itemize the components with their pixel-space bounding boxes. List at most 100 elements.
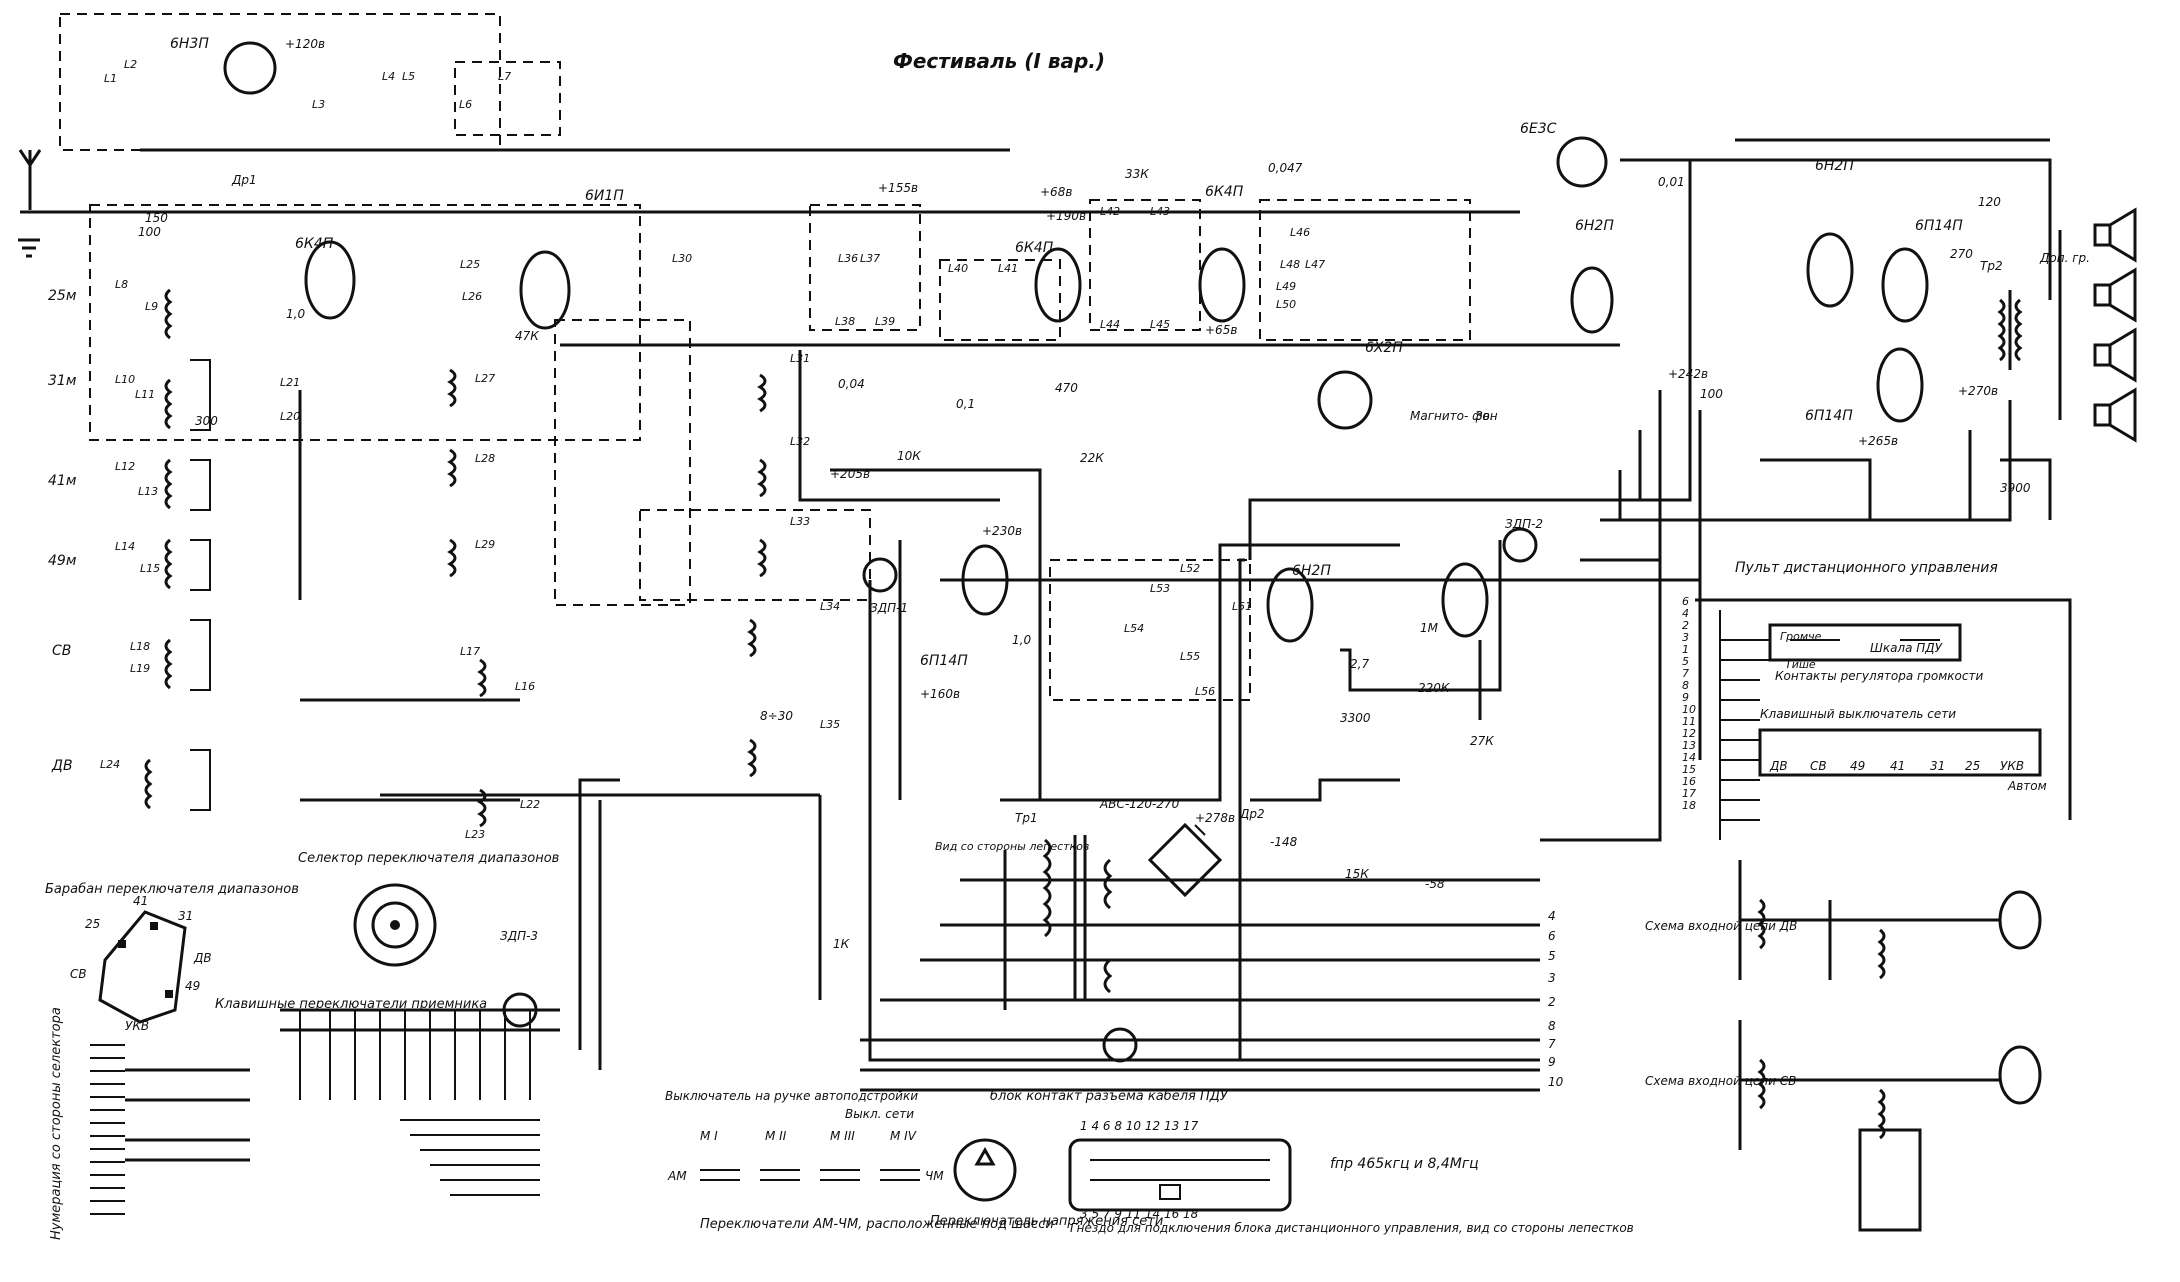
shield-outlines bbox=[59, 13, 1471, 701]
terminal-number: 5 bbox=[1548, 949, 1556, 963]
value-23: 0,047 bbox=[1268, 161, 1303, 175]
value-21: 1М bbox=[1420, 621, 1439, 635]
coil-l22: L22 bbox=[520, 798, 540, 811]
coil-l54: L54 bbox=[1124, 622, 1144, 635]
label-zdp3: ЗДП-3 bbox=[500, 929, 538, 943]
key-25: 25 bbox=[1965, 759, 1980, 773]
tube-6k4p-rf: 6К4П bbox=[295, 236, 356, 320]
voltage-10: -148 bbox=[1270, 835, 1298, 849]
coil-l14: L14 bbox=[115, 540, 135, 553]
value-18: 33К bbox=[1125, 167, 1149, 181]
band-label-dv: ДВ bbox=[51, 758, 73, 774]
value-24: 1,0 bbox=[1012, 633, 1031, 647]
voltage-12: +270в bbox=[1958, 384, 1998, 398]
remote-pin-numbers: 6 4 2 3 1 5 7 8 9 10 11 12 13 14 15 16 1… bbox=[1682, 595, 1696, 812]
coil-l48: L48 bbox=[1280, 258, 1300, 271]
band-label-25m: 25м bbox=[48, 288, 77, 304]
coil-l1: L1 bbox=[104, 72, 117, 85]
coil-l56: L56 bbox=[1195, 685, 1215, 698]
tube-sv-input bbox=[1998, 1045, 2042, 1105]
tube-6n2p-afc: 6Н2П bbox=[1266, 563, 1331, 643]
tube-6p14p-ukv: 6П14П bbox=[920, 544, 1009, 669]
tube-6n2p-driver: 6Н2П bbox=[1806, 158, 1854, 308]
switch-labels: М I М II М III М IV bbox=[700, 1129, 917, 1143]
terminal-number: 6 bbox=[1548, 929, 1556, 943]
coil-labels: L1 L2 L3 L4 L5 L6 L7 L8 L9 L10 L11 L12 L… bbox=[100, 58, 1325, 841]
magnitofon-label: Магнито- фон bbox=[1410, 409, 1498, 423]
coil-l42: L42 bbox=[1100, 205, 1120, 218]
coil-l32: L32 bbox=[790, 435, 810, 448]
socket-diagram bbox=[1068, 1138, 1292, 1212]
voltage-11: -58 bbox=[1425, 877, 1445, 891]
label-tr2: Тр2 bbox=[1980, 259, 2003, 273]
socket-bottom-pins: 3 5 7 9 11 14 16 18 bbox=[1080, 1207, 1199, 1221]
tube-6k4p-if1: 6К4П bbox=[1015, 240, 1082, 323]
label-zdp2: ЗДП-2 bbox=[1505, 517, 1543, 531]
coil-l13: L13 bbox=[138, 485, 158, 498]
voltage-1: +120в bbox=[285, 37, 325, 51]
tube-6n2p-afc2 bbox=[1441, 562, 1489, 638]
coil-l40: L40 bbox=[948, 262, 968, 275]
tube-6p14p-out2: 6П14П bbox=[1805, 347, 1924, 424]
coil-l15: L15 bbox=[140, 562, 160, 575]
tube-dv-input bbox=[1998, 890, 2042, 950]
tube-label-6n2p-preamp: 6Н2П bbox=[1575, 218, 1614, 234]
switch-m3: М III bbox=[830, 1129, 855, 1143]
coil-l10: L10 bbox=[115, 373, 135, 386]
remote-pin: 15 bbox=[1682, 763, 1696, 776]
coil-l35: L35 bbox=[820, 718, 840, 731]
voltage-13: +265в bbox=[1858, 434, 1898, 448]
band-labels: 25м 31м 41м 49м СВ ДВ bbox=[48, 288, 77, 774]
main-wiring bbox=[20, 138, 2052, 1092]
dop-gr-label: Доп. гр. bbox=[2039, 251, 2090, 265]
drum-pos-sv: СВ bbox=[70, 967, 87, 981]
tube-6kh2p: 6Х2П bbox=[1317, 340, 1403, 430]
tube-label-6n2p-driver: 6Н2П bbox=[1815, 158, 1854, 174]
drum-pos-ukv: УКВ bbox=[125, 1019, 149, 1033]
coil-l31: L31 bbox=[790, 352, 810, 365]
coil-l19: L19 bbox=[130, 662, 150, 675]
remote-pin: 5 bbox=[1682, 655, 1689, 668]
terminal-number: 9 bbox=[1548, 1055, 1556, 1069]
value-13: 3300 bbox=[1340, 711, 1371, 725]
voltage-switch-label: Переключатель напряжения сети bbox=[930, 1214, 1163, 1229]
key-ukv: УКВ bbox=[2000, 759, 2024, 773]
selector-switch bbox=[353, 883, 437, 967]
coil-l51: L51 bbox=[1232, 600, 1252, 613]
tube-6e3s: 6Е3С bbox=[1520, 121, 1608, 188]
tube-label-6e3s: 6Е3С bbox=[1520, 121, 1557, 137]
view-from-petals-label: Вид со стороны лепестков bbox=[935, 840, 1089, 853]
coil-l17: L17 bbox=[460, 645, 480, 658]
band-label-31m: 31м bbox=[48, 373, 77, 389]
voltage-7: +160в bbox=[920, 687, 960, 701]
voltage-6: +230в bbox=[982, 524, 1022, 538]
drum-label: Барабан переключателя диапазонов bbox=[45, 882, 299, 897]
value-7: 470 bbox=[1055, 381, 1078, 395]
switch-m2: М II bbox=[765, 1129, 787, 1143]
transformer-labels: Тр1 Тр2 Др1 Др2 ЗДП-1 ЗДП-2 ЗДП-3 bbox=[231, 173, 2003, 943]
value-8: 300 bbox=[195, 414, 218, 428]
scale-label: Шкалa ПДУ bbox=[1870, 641, 1943, 655]
voltage-5: +65в bbox=[1205, 323, 1237, 337]
terminal-number: 2 bbox=[1548, 995, 1556, 1009]
drum-diagram bbox=[98, 910, 187, 1024]
coil-l23: L23 bbox=[465, 828, 485, 841]
tube-label-6p14p-out1: 6П14П bbox=[1915, 218, 1963, 234]
coil-l27: L27 bbox=[475, 372, 495, 385]
tube-label-6p14p-ukv: 6П14П bbox=[920, 653, 968, 669]
key-31: 31 bbox=[1930, 759, 1945, 773]
band-label-49m: 49м bbox=[48, 553, 77, 569]
side-numbering-marks bbox=[90, 1044, 250, 1215]
value-9: 0,1 bbox=[956, 397, 975, 411]
antenna-switch-label: Выключатель на ручке автоподстройки bbox=[665, 1089, 918, 1103]
label-tr1: Тр1 bbox=[1015, 811, 1038, 825]
coil-l30: L30 bbox=[672, 252, 692, 265]
remote-pin: 8 bbox=[1682, 679, 1689, 692]
voltage-9: +242в bbox=[1668, 367, 1708, 381]
tube-label-6p14p-out2: 6П14П bbox=[1805, 408, 1853, 424]
drum-pos-25: 25 bbox=[85, 917, 100, 931]
coil-l24: L24 bbox=[100, 758, 120, 771]
coil-l29: L29 bbox=[475, 538, 495, 551]
label-dr2: Др2 bbox=[1239, 807, 1265, 821]
